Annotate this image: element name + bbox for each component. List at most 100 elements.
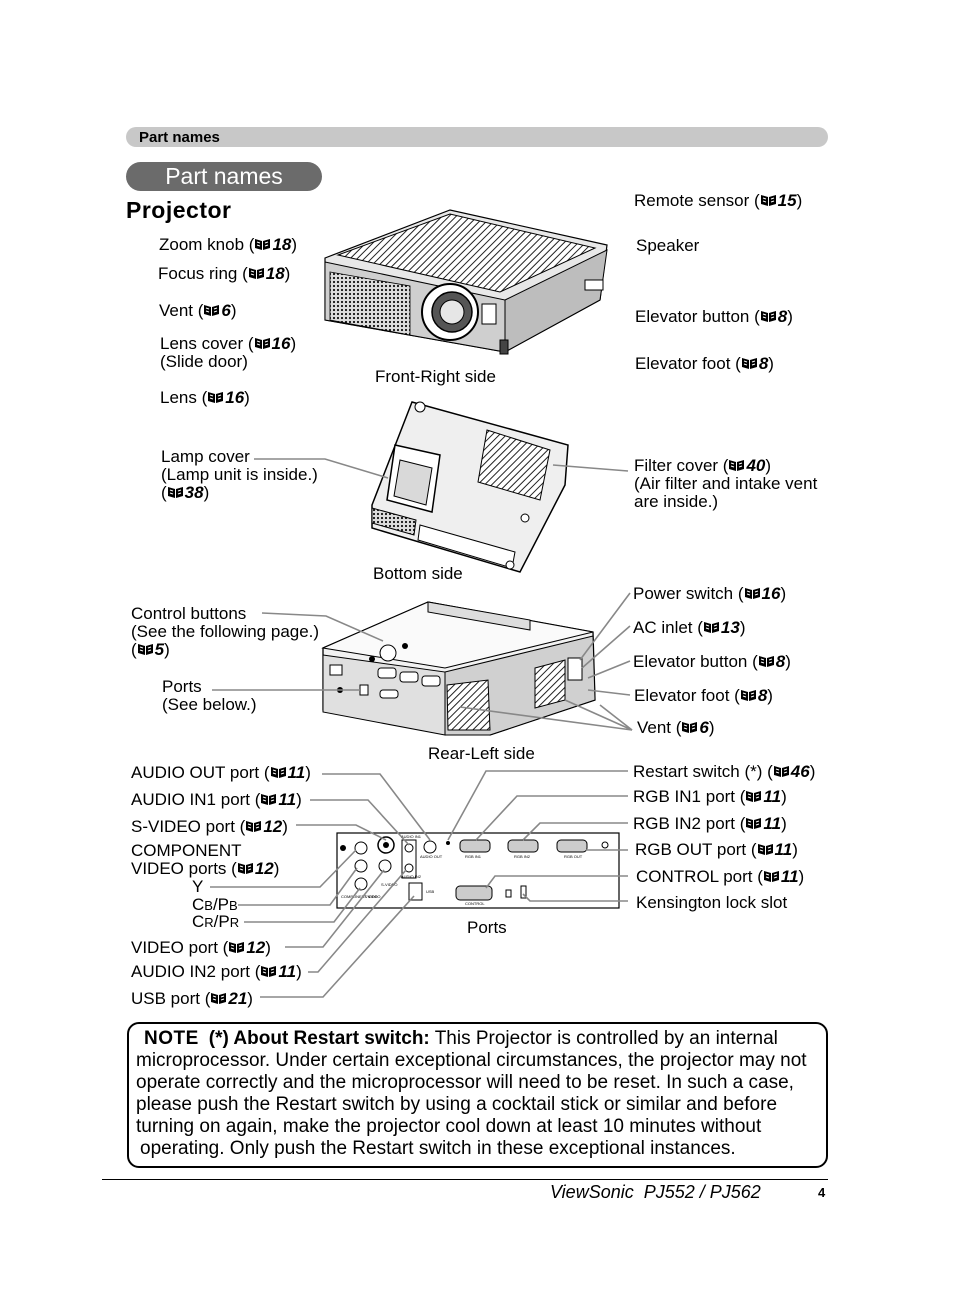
label-elevator-foot-rear: Elevator foot (8) (634, 687, 773, 705)
label-filter-cover-close: ) (765, 456, 772, 475)
label-vent-rear-text: Vent ( (637, 718, 682, 737)
label-filter-cover-line3: are inside.) (634, 492, 719, 511)
label-elevator-button-front-text: Elevator button ( (635, 307, 760, 326)
label-comp-cb-c: C (192, 895, 205, 914)
book-icon (740, 690, 756, 701)
header-bar (126, 127, 828, 147)
caption-bottom: Bottom side (373, 564, 463, 583)
label-rgb-out-close: ) (792, 840, 798, 859)
label-lens-cover-line2: (Slide door) (160, 352, 248, 371)
label-control-buttons-line2: (See the following page.) (131, 622, 320, 641)
book-icon (167, 487, 183, 498)
label-video-page: 12 (246, 938, 266, 957)
label-elevator-button-rear-text: Elevator button ( (633, 652, 758, 671)
label-power-switch-close: ) (780, 584, 787, 603)
label-remote-sensor-close: ) (796, 191, 803, 210)
label-audio-in2-text: AUDIO IN2 port ( (131, 962, 261, 981)
book-icon (246, 821, 262, 832)
label-restart-close: ) (809, 762, 816, 781)
label-lamp-cover-close: ) (203, 483, 210, 502)
label-lens-cover-close: ) (290, 334, 297, 353)
label-usb: USB port (21) (131, 990, 253, 1008)
label-component-text: VIDEO ports ( (131, 859, 237, 878)
label-elevator-foot-front-close: ) (768, 354, 774, 373)
label-audio-out-page: 11 (287, 763, 306, 782)
label-ac-inlet-text: AC inlet ( (633, 618, 703, 637)
label-usb-text: USB port ( (131, 989, 211, 1008)
label-vent-rear: Vent (6) (637, 719, 715, 737)
book-icon (682, 722, 698, 733)
label-component-close: ) (273, 859, 280, 878)
label-svideo: S-VIDEO port (12) (131, 818, 288, 836)
book-icon (229, 942, 245, 953)
label-power-switch: Power switch (16) (633, 585, 786, 603)
label-ports-rear-line2: (See below.) (162, 695, 257, 714)
panel-label-audio-out: AUDIO OUT (420, 854, 443, 859)
panel-label-audio-in1: AUDIO IN1 (401, 834, 422, 839)
label-filter-cover-line2: (Air filter and intake vent (634, 474, 818, 493)
label-rgb-in2-close: ) (781, 814, 787, 833)
label-rgb-in1: RGB IN1 port (11) (633, 788, 787, 806)
book-icon (729, 460, 745, 471)
label-lamp-cover-text: ( (161, 483, 167, 502)
label-lens-text: Lens ( (160, 388, 208, 407)
label-comp-cr-p: /P (213, 912, 230, 931)
label-audio-in2: AUDIO IN2 port (11) (131, 963, 302, 981)
book-icon (261, 966, 277, 977)
note-text: NOTE(*) About Restart switch: This Proje… (136, 1028, 826, 1160)
label-elevator-foot-rear-page: 8 (757, 686, 768, 705)
label-lamp-cover: Lamp cover(Lamp unit is inside.)(38) (161, 448, 318, 502)
book-icon (248, 268, 264, 279)
label-lens-close: ) (244, 388, 250, 407)
note-line5: turning on again, make the projector coo… (136, 1116, 762, 1137)
panel-label-audio-in2: AUDIO IN2 (401, 874, 422, 879)
header-bar-title: Part names (139, 129, 220, 146)
label-restart-page: 46 (790, 762, 810, 781)
label-speaker: Speaker (636, 236, 700, 255)
label-component-line1: COMPONENT (131, 841, 242, 860)
label-zoom-knob-close: ) (291, 235, 298, 254)
label-focus-ring-close: ) (284, 264, 291, 283)
label-component-page: 12 (254, 859, 274, 878)
label-power-switch-text: Power switch ( (633, 584, 744, 603)
label-restart-text: Restart switch (*) ( (633, 762, 773, 781)
label-elevator-foot-front-text: Elevator foot ( (635, 354, 741, 373)
panel-label-video: VIDEO (365, 894, 377, 899)
label-lens: Lens ( 16) (160, 389, 250, 407)
label-control-port-text: CONTROL port ( (636, 867, 763, 886)
label-zoom-knob: Zoom knob (18) (159, 236, 297, 254)
label-lamp-cover-line1: Lamp cover (161, 447, 250, 466)
label-control-buttons: Control buttons(See the following page.)… (131, 605, 319, 659)
label-audio-out-text: AUDIO OUT port ( (131, 763, 270, 782)
note-line1: This Projector is controlled by an inter… (434, 1028, 778, 1049)
panel-label-svideo: S-VIDEO (381, 882, 397, 887)
book-icon (746, 818, 762, 829)
label-audio-in2-page: 11 (278, 962, 297, 981)
book-icon (763, 871, 779, 882)
panel-label-rgb-in2: RGB IN2 (514, 854, 531, 859)
label-audio-in1-page: 11 (278, 790, 297, 809)
caption-rear-left: Rear-Left side (428, 744, 535, 763)
book-icon (741, 358, 757, 369)
label-remote-sensor-text: Remote sensor ( (634, 191, 760, 210)
book-icon (746, 791, 762, 802)
book-icon (255, 239, 271, 250)
book-icon (744, 588, 760, 599)
label-comp-cb: CB/PB (192, 896, 238, 915)
rear-projector-drawing (321, 601, 596, 736)
label-svideo-close: ) (282, 817, 288, 836)
label-lens-page: 16 (225, 388, 245, 407)
label-rgb-in2: RGB IN2 port (11) (633, 815, 787, 833)
book-icon (760, 311, 776, 322)
book-icon (703, 622, 719, 633)
front-projector-drawing (324, 209, 608, 355)
label-ac-inlet-close: ) (739, 618, 746, 637)
label-svideo-page: 12 (263, 817, 283, 836)
label-elevator-button-rear-close: ) (785, 652, 791, 671)
label-lens-cover-text: Lens cover ( (160, 334, 254, 353)
label-comp-cb-b2: B (229, 898, 238, 913)
label-comp-cr-c: C (192, 912, 205, 931)
note-label: NOTE (144, 1028, 199, 1049)
